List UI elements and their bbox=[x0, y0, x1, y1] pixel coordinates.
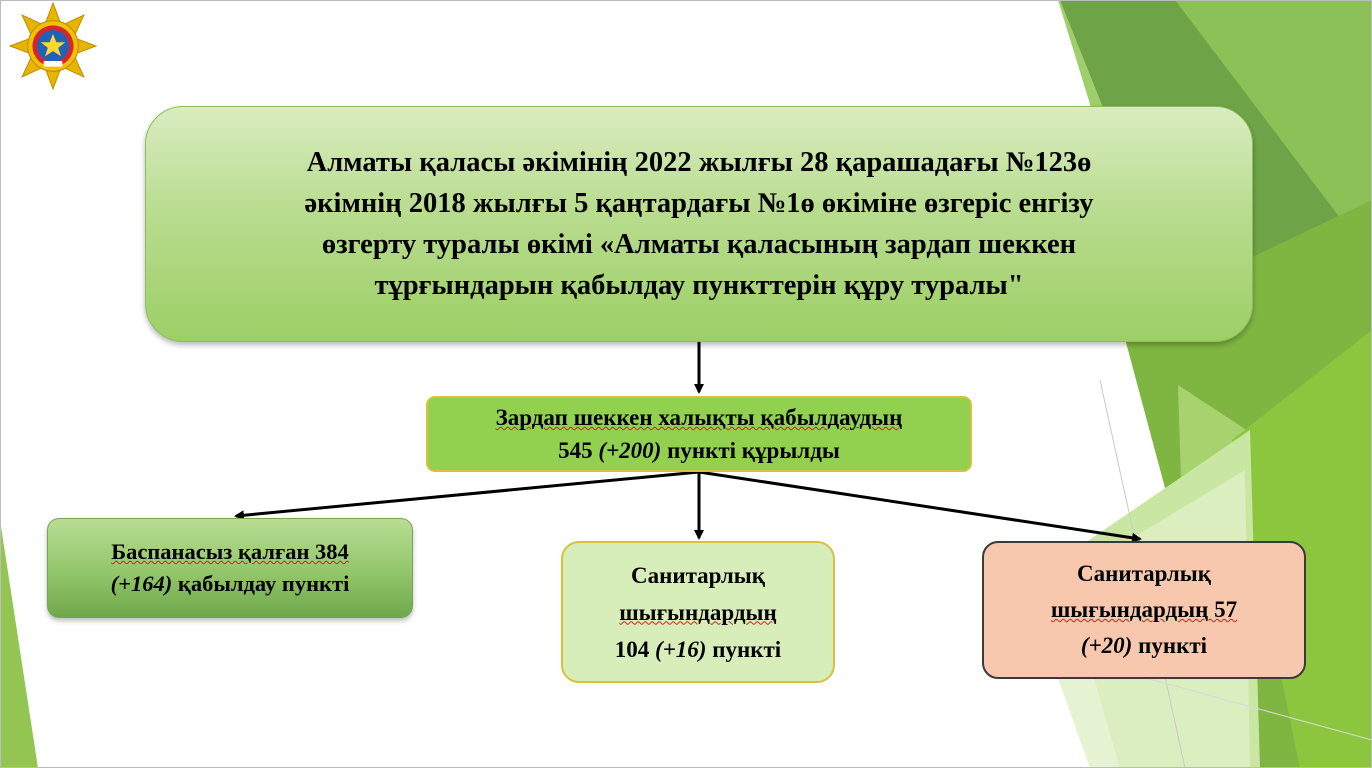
homeless-line-1: Баспанасыз қалған 384 bbox=[111, 536, 350, 568]
total-points-rest: пункті құрылды bbox=[667, 438, 840, 463]
sanitary-104-line-2: шығындардың bbox=[619, 599, 777, 625]
sanitary-57-line-3: (+20) пункті bbox=[1051, 628, 1237, 664]
total-points-number: 545 bbox=[558, 438, 593, 463]
decree-line-3: өзгерту туралы өкімі «Алматы қаласының з… bbox=[321, 229, 1077, 260]
decree-line-2: әкімнің 2018 жылғы 5 қаңтардағы №1ө өкім… bbox=[304, 188, 1094, 219]
sanitary-104-delta: (+16) bbox=[655, 636, 707, 662]
sanitary-losses-box-104: Санитарлық шығындардың 104 (+16) пункті bbox=[561, 541, 835, 683]
total-points-line-2: 545 (+200) пункті құрылды bbox=[496, 434, 903, 467]
sanitary-104-number: 104 bbox=[614, 636, 650, 662]
homeless-line-2: (+164) қабылдау пункті bbox=[111, 568, 350, 600]
emblem-icon bbox=[8, 2, 98, 90]
sanitary-104-line-3: 104 (+16) пункті bbox=[615, 631, 781, 668]
sanitary-57-rest: пункті bbox=[1138, 633, 1208, 658]
decree-box: Алматы қаласы әкімінің 2022 жылғы 28 қар… bbox=[145, 106, 1253, 342]
total-points-delta: (+200) bbox=[598, 438, 662, 463]
sanitary-57-delta: (+20) bbox=[1080, 633, 1133, 658]
total-points-box: Зардап шеккен халықты қабылдаудың 545 (+… bbox=[426, 396, 972, 472]
sanitary-57-line-1: Санитарлық bbox=[1076, 561, 1212, 586]
sanitary-losses-box-57: Санитарлық шығындардың 57 (+20) пункті bbox=[982, 541, 1306, 679]
sanitary-57-line-2: шығындардың 57 bbox=[1050, 597, 1238, 622]
homeless-line-1-text: Баспанасыз қалған 384 bbox=[111, 539, 349, 564]
sanitary-104-line-1: Санитарлық bbox=[630, 562, 765, 588]
sanitary-104-rest: пункті bbox=[712, 636, 782, 662]
homeless-points-box: Баспанасыз қалған 384 (+164) қабылдау пу… bbox=[47, 518, 413, 618]
homeless-delta: (+164) bbox=[110, 571, 173, 596]
homeless-rest: қабылдау пункті bbox=[177, 571, 350, 596]
decree-line-4: тұрғындарын қабылдау пункттерін құру тур… bbox=[374, 270, 1024, 301]
decree-line-1: Алматы қаласы әкімінің 2022 жылғы 28 қар… bbox=[306, 147, 1092, 178]
total-points-line-1: Зардап шеккен халықты қабылдаудың bbox=[495, 405, 903, 430]
